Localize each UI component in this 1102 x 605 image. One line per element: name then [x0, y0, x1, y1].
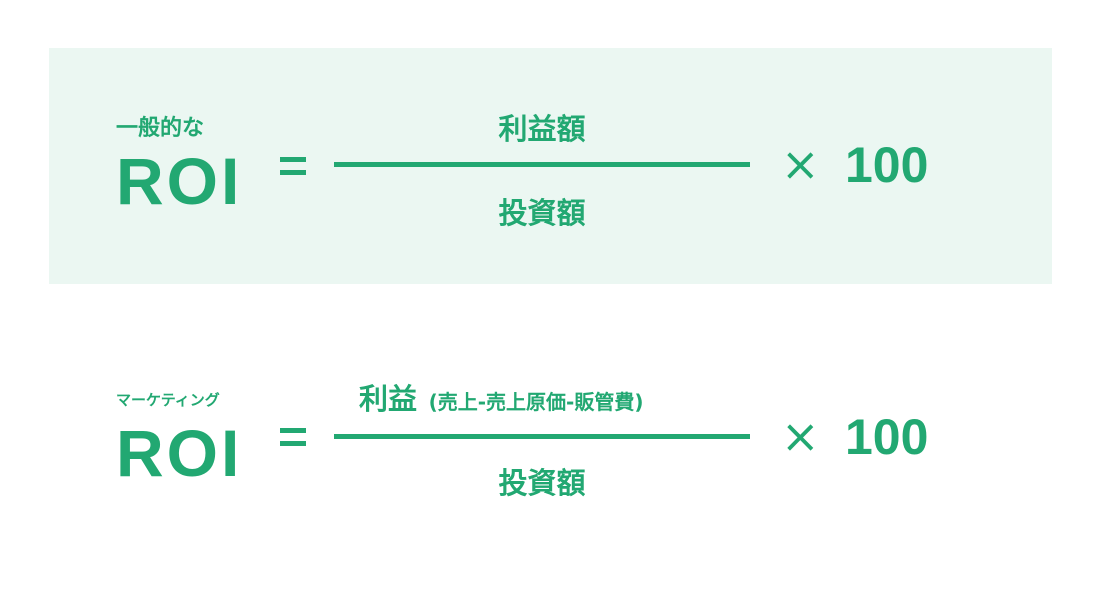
- marketing-multiplier: 100: [845, 409, 929, 465]
- marketing-label: マーケティング: [116, 391, 220, 409]
- general-label: 一般的な: [116, 116, 205, 141]
- multiply-icon: ×: [781, 137, 820, 191]
- fraction-bar: [334, 434, 750, 439]
- general-numerator: 利益額: [498, 112, 586, 146]
- general-roi-term: ROI: [116, 144, 243, 218]
- fraction-bar: [334, 162, 750, 167]
- numerator-note: (売上-売上原価-販管費): [428, 390, 644, 414]
- marketing-roi-term: ROI: [116, 416, 243, 490]
- marketing-numerator: 利益 (売上-売上原価-販管費): [359, 376, 643, 418]
- general-multiplier: 100: [845, 137, 929, 193]
- equals-sign: [280, 428, 306, 446]
- general-denominator: 投資額: [498, 196, 586, 230]
- multiply-icon: ×: [781, 409, 820, 463]
- numerator-main: 利益: [359, 382, 418, 416]
- equals-sign: [280, 157, 306, 175]
- marketing-denominator: 投資額: [498, 466, 586, 500]
